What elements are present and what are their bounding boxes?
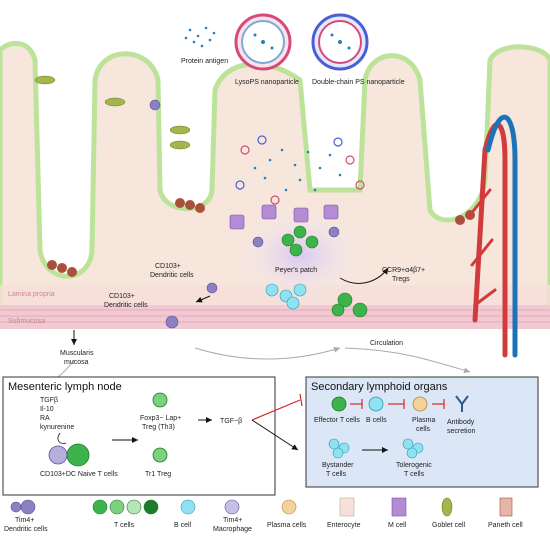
antibody-label1: Antibody bbox=[447, 419, 475, 426]
peyers-b-cells bbox=[265, 283, 307, 310]
to-mln-arrow bbox=[194, 346, 341, 360]
protein-antigen-icon bbox=[184, 26, 216, 48]
submucosa-label: Submucosa bbox=[8, 318, 45, 325]
legend-t-cells-label: T cells bbox=[114, 522, 135, 529]
bystander-label1: Bystander bbox=[322, 462, 354, 469]
plasma-cell bbox=[412, 396, 428, 412]
legend-paneth-label: Paneth cell bbox=[488, 522, 523, 529]
legend-m-cell-label: M cell bbox=[388, 522, 407, 529]
legend-t-cells-icon bbox=[92, 499, 159, 515]
cd103-lower-label1: CD103+ bbox=[109, 293, 135, 300]
tissue-dendritic-cells bbox=[149, 99, 340, 329]
goblet-cells bbox=[34, 75, 191, 150]
legend-goblet-label: Goblet cell bbox=[432, 522, 466, 529]
treg-label1: Foxp3− Lap+ bbox=[140, 415, 181, 422]
cd103-lower-label2: Dendritic cells bbox=[104, 302, 148, 309]
treg-label2: Treg (Th3) bbox=[142, 424, 175, 431]
legend-plasma-icon bbox=[281, 499, 297, 515]
slo-box bbox=[305, 376, 539, 488]
double-chain-label: Double-chain PS nanoparticle bbox=[312, 79, 405, 86]
plasma-label1: Plasma bbox=[412, 417, 435, 424]
blood-vessels bbox=[468, 114, 518, 358]
mln-dc-label: CD103+DC Naive T cells bbox=[40, 471, 118, 478]
lumen-nanoparticles bbox=[235, 135, 365, 205]
legend-enterocyte-icon bbox=[339, 497, 355, 517]
tr1-label: Tr1 Treg bbox=[145, 471, 171, 478]
ccr9-label2: Tregs bbox=[392, 276, 410, 283]
bcell-inhibit bbox=[388, 399, 405, 409]
legend-mac-label1: Tim4+ bbox=[223, 517, 242, 524]
tolerogenic-cells bbox=[402, 438, 424, 459]
legend-paneth-icon bbox=[499, 497, 513, 517]
legend-tim4-dc-icon bbox=[10, 499, 36, 515]
tgf-label: TGF−β bbox=[220, 418, 242, 425]
m-cells bbox=[229, 204, 339, 230]
tr1-cell bbox=[152, 447, 168, 463]
cd103-upper-label2: Dendritic cells bbox=[150, 272, 194, 279]
mln-factor-1: TGFβ bbox=[40, 397, 58, 404]
mln-factor-3: RA bbox=[40, 415, 50, 422]
tgf-to-bystander-arrow bbox=[251, 419, 299, 451]
effector-inhibit bbox=[350, 399, 363, 409]
ccr9-label1: CCR9+α4β7+ bbox=[382, 267, 425, 274]
legend-b-cell-icon bbox=[180, 499, 196, 515]
bystander-cells bbox=[328, 438, 350, 459]
peyers-t-cells bbox=[281, 225, 368, 318]
lysops-label: LysoPS nanoparticle bbox=[235, 79, 299, 86]
legend-plasma-label: Plasma cells bbox=[267, 522, 307, 529]
tolerogenic-label1: Tolerogenic bbox=[396, 462, 432, 469]
mln-factor-4: kynurenine bbox=[40, 424, 74, 431]
plasma-inhibit bbox=[432, 399, 445, 409]
legend-macrophage-icon bbox=[224, 499, 240, 515]
muscularis-label2: mucosa bbox=[64, 359, 89, 366]
protein-antigen-label: Protein antigen bbox=[181, 58, 228, 65]
bystander-label2: T cells bbox=[326, 471, 347, 478]
legend-tim4-dc-label2: Dendritic cells bbox=[4, 526, 48, 533]
antibody-label2: secretion bbox=[447, 428, 476, 435]
legend-tim4-dc-label1: Tim4+ bbox=[15, 517, 34, 524]
legend-m-cell-icon bbox=[391, 497, 407, 517]
effector-t-cell bbox=[331, 396, 347, 412]
paneth-cells bbox=[47, 198, 475, 277]
circulation-label: Circulation bbox=[370, 340, 403, 347]
legend-mac-label2: Macrophage bbox=[213, 526, 252, 533]
treg-cell bbox=[152, 392, 168, 408]
tgf-inhibition bbox=[251, 393, 303, 421]
gut-arrows bbox=[71, 267, 389, 345]
tolerogenic-label2: T cells bbox=[404, 471, 425, 478]
antigen-dots bbox=[253, 148, 342, 192]
slo-title: Secondary lymphoid organs bbox=[311, 381, 448, 393]
mln-dc-cell bbox=[48, 443, 90, 467]
mln-box bbox=[2, 376, 276, 496]
mln-title: Mesenteric lymph node bbox=[8, 381, 122, 393]
effector-label: Effector T cells bbox=[314, 417, 360, 424]
plasma-label2: cells bbox=[416, 426, 431, 433]
circulation-arrow bbox=[344, 347, 471, 374]
slo-b-cell bbox=[368, 396, 384, 412]
mln-curve-arrow bbox=[57, 432, 67, 444]
lysops-nanoparticle-icon bbox=[234, 13, 292, 71]
muscularis-label1: Muscularis bbox=[60, 350, 94, 357]
mln-factor-2: Il-10 bbox=[40, 406, 54, 413]
antibody-icon bbox=[455, 395, 469, 412]
legend-goblet-icon bbox=[441, 497, 453, 517]
lamina-propria-label: Lamina propria bbox=[8, 291, 55, 298]
legend-b-cell-label: B cell bbox=[174, 522, 192, 529]
legend-enterocyte-label: Enterocyte bbox=[327, 522, 361, 529]
peyers-patch-label: Peyer's patch bbox=[275, 267, 317, 274]
submucosa-band bbox=[0, 305, 550, 329]
cd103-upper-label1: CD103+ bbox=[155, 263, 181, 270]
bcells-label: B cells bbox=[366, 417, 387, 424]
double-chain-nanoparticle-icon bbox=[311, 13, 369, 71]
